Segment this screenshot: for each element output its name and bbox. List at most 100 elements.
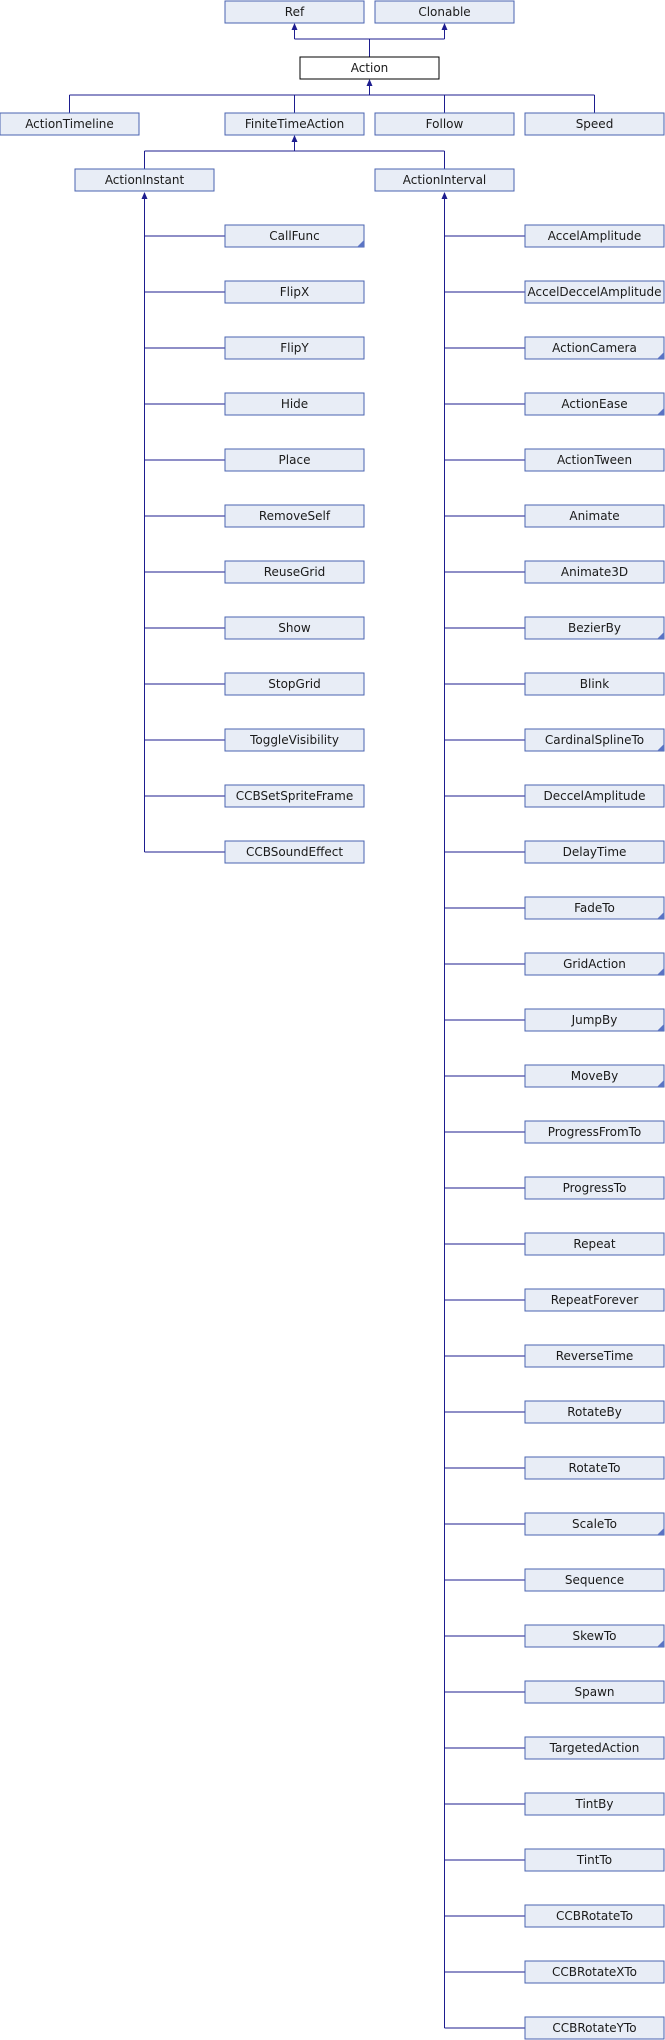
node-label: CCBRotateXTo — [552, 1965, 637, 1979]
node-label: CallFunc — [269, 229, 319, 243]
node-label: CardinalSplineTo — [545, 733, 644, 747]
node-cardinal-spline-to[interactable]: CardinalSplineTo — [524, 728, 665, 752]
arrowhead-action — [366, 79, 373, 86]
node-accel-deccel-amplitude[interactable]: AccelDeccelAmplitude — [524, 280, 665, 304]
node-call-func[interactable]: CallFunc — [224, 224, 365, 248]
node-label: ScaleTo — [572, 1517, 617, 1531]
node-action-interval-label: ActionInterval — [403, 173, 487, 187]
node-label: TintBy — [575, 1797, 614, 1811]
node-tint-to[interactable]: TintTo — [524, 1848, 665, 1872]
node-show[interactable]: Show — [224, 616, 365, 640]
node-place[interactable]: Place — [224, 448, 365, 472]
node-repeat[interactable]: Repeat — [524, 1232, 665, 1256]
node-ref-label: Ref — [285, 5, 305, 19]
node-flip-y[interactable]: FlipY — [224, 336, 365, 360]
node-skew-to[interactable]: SkewTo — [524, 1624, 665, 1648]
expand-indicator-icon — [357, 240, 364, 247]
node-ccb-rotate-to[interactable]: CCBRotateTo — [524, 1904, 665, 1928]
expand-indicator-icon — [657, 744, 664, 751]
node-action-tween[interactable]: ActionTween — [524, 448, 665, 472]
inheritance-edges — [69, 23, 595, 2029]
node-stop-grid[interactable]: StopGrid — [224, 672, 365, 696]
node-tint-by[interactable]: TintBy — [524, 1792, 665, 1816]
node-label: Sequence — [565, 1573, 624, 1587]
node-accel-amplitude[interactable]: AccelAmplitude — [524, 224, 665, 248]
node-label: ToggleVisibility — [249, 733, 339, 747]
node-action-label: Action — [351, 61, 389, 75]
node-label: AccelDeccelAmplitude — [528, 285, 662, 299]
node-hide[interactable]: Hide — [224, 392, 365, 416]
node-sequence[interactable]: Sequence — [524, 1568, 665, 1592]
node-label: JumpBy — [571, 1013, 618, 1027]
node-follow[interactable]: Follow — [374, 112, 515, 136]
node-scale-to[interactable]: ScaleTo — [524, 1512, 665, 1536]
node-clonable[interactable]: Clonable — [374, 0, 515, 24]
node-label: Spawn — [574, 1685, 614, 1699]
node-progress-from-to[interactable]: ProgressFromTo — [524, 1120, 665, 1144]
node-action-interval[interactable]: ActionInterval — [374, 168, 515, 192]
expand-indicator-icon — [657, 912, 664, 919]
node-rotate-to[interactable]: RotateTo — [524, 1456, 665, 1480]
node-label: SkewTo — [573, 1629, 617, 1643]
node-progress-to[interactable]: ProgressTo — [524, 1176, 665, 1200]
node-action-instant-label: ActionInstant — [105, 173, 185, 187]
expand-indicator-icon — [657, 352, 664, 359]
node-move-by[interactable]: MoveBy — [524, 1064, 665, 1088]
node-reuse-grid[interactable]: ReuseGrid — [224, 560, 365, 584]
node-speed[interactable]: Speed — [524, 112, 665, 136]
node-label: CCBRotateTo — [556, 1909, 633, 1923]
node-label: FlipY — [280, 341, 309, 355]
node-flip-x[interactable]: FlipX — [224, 280, 365, 304]
node-ccb-rotate-x-to[interactable]: CCBRotateXTo — [524, 1960, 665, 1984]
node-speed-label: Speed — [576, 117, 614, 131]
node-label: MoveBy — [571, 1069, 619, 1083]
node-action-camera[interactable]: ActionCamera — [524, 336, 665, 360]
node-label: Animate3D — [561, 565, 628, 579]
node-animate[interactable]: Animate — [524, 504, 665, 528]
arrowhead-clonable — [441, 23, 448, 30]
node-label: ReverseTime — [556, 1349, 634, 1363]
node-jump-by[interactable]: JumpBy — [524, 1008, 665, 1032]
node-clonable-label: Clonable — [418, 5, 470, 19]
expand-indicator-icon — [657, 408, 664, 415]
node-toggle-visibility[interactable]: ToggleVisibility — [224, 728, 365, 752]
node-ref[interactable]: Ref — [224, 0, 365, 24]
expand-indicator-icon — [657, 968, 664, 975]
node-bezier-by[interactable]: BezierBy — [524, 616, 665, 640]
node-ccb-set-sprite-frame[interactable]: CCBSetSpriteFrame — [224, 784, 365, 808]
node-action-ease[interactable]: ActionEase — [524, 392, 665, 416]
node-label: Blink — [580, 677, 610, 691]
expand-indicator-icon — [657, 1528, 664, 1535]
node-label: CCBSoundEffect — [246, 845, 343, 859]
node-action-instant[interactable]: ActionInstant — [74, 168, 215, 192]
node-repeat-forever[interactable]: RepeatForever — [524, 1288, 665, 1312]
node-label: RemoveSelf — [259, 509, 331, 523]
node-blink[interactable]: Blink — [524, 672, 665, 696]
node-rotate-by[interactable]: RotateBy — [524, 1400, 665, 1424]
arrowhead-ref — [291, 23, 298, 30]
node-reverse-time[interactable]: ReverseTime — [524, 1344, 665, 1368]
expand-indicator-icon — [657, 1080, 664, 1087]
node-grid-action[interactable]: GridAction — [524, 952, 665, 976]
node-label: CCBRotateYTo — [552, 2021, 636, 2035]
node-label: TintTo — [576, 1853, 612, 1867]
node-label: GridAction — [563, 957, 626, 971]
node-targeted-action[interactable]: TargetedAction — [524, 1736, 665, 1760]
node-remove-self[interactable]: RemoveSelf — [224, 504, 365, 528]
node-label: ReuseGrid — [264, 565, 326, 579]
node-fade-to[interactable]: FadeTo — [524, 896, 665, 920]
node-deccel-amplitude[interactable]: DeccelAmplitude — [524, 784, 665, 808]
node-finite-time-action[interactable]: FiniteTimeAction — [224, 112, 365, 136]
node-ccb-sound-effect[interactable]: CCBSoundEffect — [224, 840, 365, 864]
node-action-timeline[interactable]: ActionTimeline — [0, 112, 140, 136]
node-spawn[interactable]: Spawn — [524, 1680, 665, 1704]
node-label: DeccelAmplitude — [543, 789, 645, 803]
node-label: DelayTime — [563, 845, 627, 859]
node-label: ActionEase — [561, 397, 627, 411]
node-ccb-rotate-y-to[interactable]: CCBRotateYTo — [524, 2016, 665, 2040]
node-animate3-d[interactable]: Animate3D — [524, 560, 665, 584]
node-label: AccelAmplitude — [548, 229, 641, 243]
node-delay-time[interactable]: DelayTime — [524, 840, 665, 864]
